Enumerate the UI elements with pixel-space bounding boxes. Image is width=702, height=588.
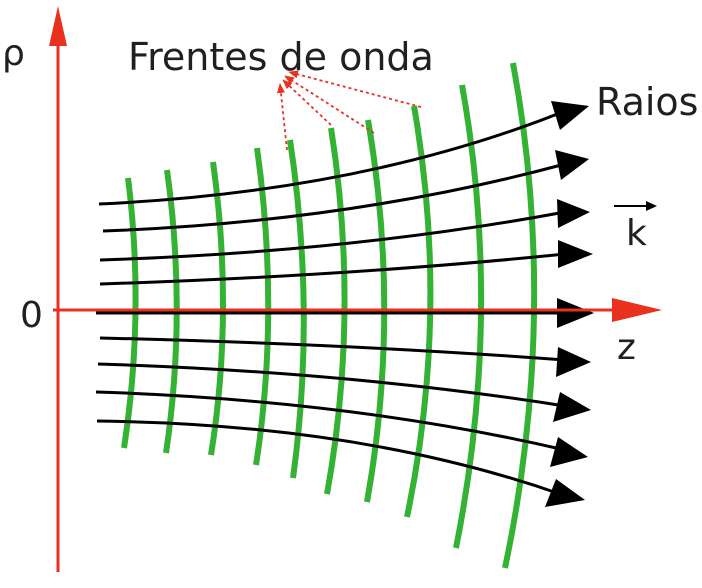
z-axis-arrowhead [612,298,662,322]
ray-7 [97,362,566,408]
ray-1 [98,111,561,206]
pointer-4 [288,70,422,108]
ray-6-arrowhead [556,347,591,377]
ray-6 [99,336,566,362]
z-axis-label: z [617,327,636,368]
wavefronts [121,62,538,569]
ray-9 [96,419,561,496]
ray-arrowheads [545,101,594,507]
wavefront-pointers [276,70,422,151]
pointer-2 [282,79,332,126]
wavefront-4 [253,147,272,466]
ray-2 [102,162,566,233]
origin-label: 0 [20,295,43,336]
ray-1-arrowhead [551,101,589,130]
ray-3 [99,210,566,262]
axes [49,6,662,572]
ray-9-arrowhead [545,479,585,507]
wave-vector-label: k [626,213,647,254]
ray-3-arrowhead [557,199,590,228]
ray-5-arrowhead [557,298,594,328]
wavefronts-label: Frentes de onda [128,35,434,79]
rho-axis-arrowhead [49,6,67,46]
ray-8-arrowhead [550,437,588,467]
wavefront-9 [453,84,485,549]
rays [95,111,566,496]
ray-2-arrowhead [555,150,589,180]
k-vector-arrow [614,201,657,211]
pointer-1 [276,83,288,151]
rays-label: Raios [596,80,699,124]
ray-4-arrowhead [558,240,593,268]
wavefront-10 [502,62,538,569]
ray-4 [99,252,566,286]
rho-axis-label: ρ [2,33,25,74]
ray-7-arrowhead [553,392,591,422]
ray-8 [95,390,566,452]
